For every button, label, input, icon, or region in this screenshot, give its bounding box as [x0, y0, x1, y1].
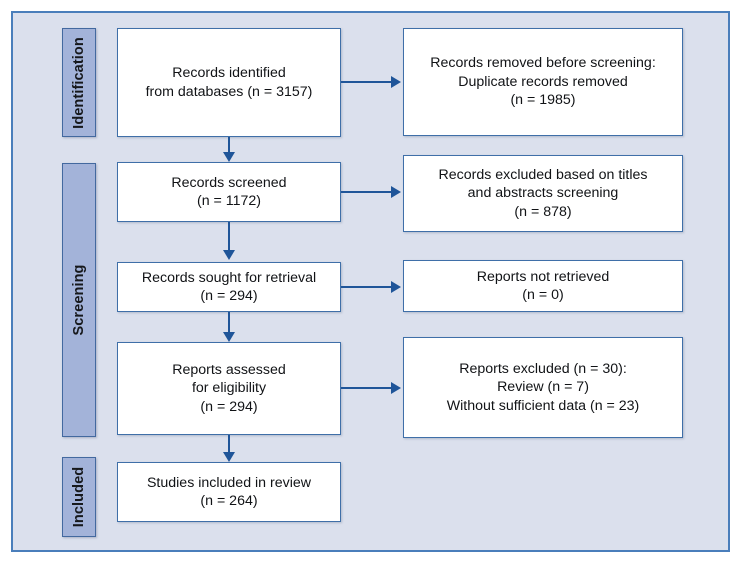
stage-label-screening: Screening — [71, 264, 87, 336]
connector-screened-to-excluded-arrow — [391, 186, 401, 198]
node-records-removed-before-screening: Records removed before screening: Duplic… — [403, 28, 683, 136]
connector-identified-to-screened-line — [228, 137, 230, 154]
node-studies-included-in-review-text: Studies included in review (n = 264) — [146, 474, 312, 509]
node-records-sought-for-retrieval: Records sought for retrieval (n = 294) — [117, 262, 341, 312]
stage-bar-screening: Screening — [62, 163, 96, 437]
node-records-removed-before-screening-text: Records removed before screening: Duplic… — [430, 55, 656, 109]
node-reports-excluded-text: Reports excluded (n = 30): Review (n = 7… — [446, 360, 640, 414]
node-reports-assessed-for-eligibility: Reports assessed for eligibility (n = 29… — [117, 342, 341, 435]
stage-bar-included: Included — [62, 457, 96, 537]
node-records-excluded-titles-abstracts: Records excluded based on titles and abs… — [403, 155, 683, 232]
stage-bar-identification: Identification — [62, 28, 96, 137]
node-records-sought-for-retrieval-text: Records sought for retrieval (n = 294) — [141, 269, 317, 304]
connector-identified-to-screened-arrow — [223, 152, 235, 162]
node-reports-excluded: Reports excluded (n = 30): Review (n = 7… — [403, 337, 683, 438]
connector-identified-to-removed-arrow — [391, 76, 401, 88]
node-reports-assessed-for-eligibility-text: Reports assessed for eligibility (n = 29… — [172, 361, 286, 415]
connector-identified-to-removed-line — [341, 81, 391, 83]
connector-sought-to-assessed-arrow — [223, 332, 235, 342]
node-records-screened-text: Records screened (n = 1172) — [171, 174, 287, 209]
connector-screened-to-sought-arrow — [223, 250, 235, 260]
connector-assessed-to-included-line — [228, 435, 230, 452]
node-records-identified: Records identified from databases (n = 3… — [117, 28, 341, 137]
node-records-screened: Records screened (n = 1172) — [117, 162, 341, 222]
stage-label-included: Included — [71, 466, 87, 528]
connector-sought-to-not-retrieved-line — [341, 286, 391, 288]
stage-label-identification: Identification — [71, 36, 87, 129]
connector-assessed-to-included-arrow — [223, 452, 235, 462]
connector-sought-to-assessed-line — [228, 312, 230, 332]
connector-screened-to-excluded-line — [341, 191, 391, 193]
node-records-identified-text: Records identified from databases (n = 3… — [145, 65, 313, 100]
connector-assessed-to-reports-excluded-arrow — [391, 382, 401, 394]
connector-assessed-to-reports-excluded-line — [341, 387, 391, 389]
connector-sought-to-not-retrieved-arrow — [391, 281, 401, 293]
node-reports-not-retrieved: Reports not retrieved (n = 0) — [403, 260, 683, 312]
node-studies-included-in-review: Studies included in review (n = 264) — [117, 462, 341, 522]
connector-screened-to-sought-line — [228, 222, 230, 250]
node-records-excluded-titles-abstracts-text: Records excluded based on titles and abs… — [438, 166, 648, 220]
node-reports-not-retrieved-text: Reports not retrieved (n = 0) — [476, 268, 610, 303]
